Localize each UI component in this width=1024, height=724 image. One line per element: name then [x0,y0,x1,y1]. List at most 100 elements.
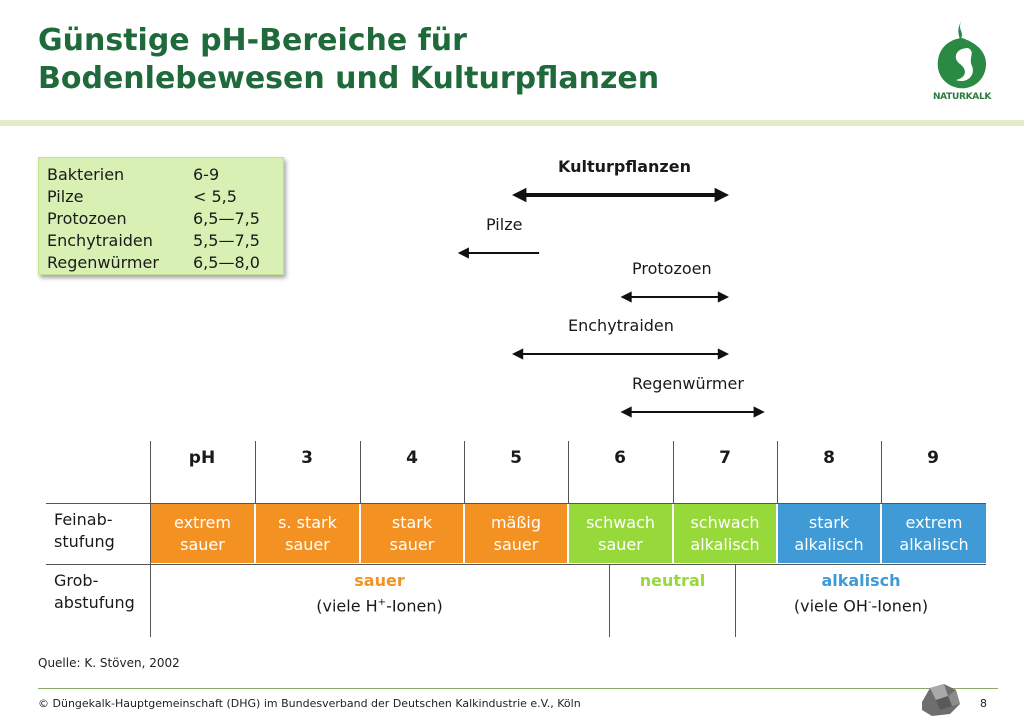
cell-line: sauer [389,534,435,554]
cell-line: schwach [585,512,656,532]
legend-range: 5,5—7,5 [193,231,260,250]
cell-line: schwach [690,512,760,532]
arrow-head-right [717,348,729,360]
row-label-grobabstufung: Grob- abstufung [54,570,135,614]
legend-row: Protozoen 6,5—7,5 [47,208,275,230]
range-arrow-protozoen [620,291,729,303]
legend-organism: Protozoen [47,209,127,228]
coarse-title: sauer [354,571,405,590]
cell-line: s. stark [278,512,337,532]
range-arrow-regenwürmer [620,406,765,418]
range-arrow-kulturpflanzen [512,187,729,203]
cell-line: sauer [180,534,225,554]
ph-header-cell: 5 [510,448,522,468]
naturkalk-logo: NATURKALK [926,18,998,106]
logo-wordmark: NATURKALK [932,92,992,102]
arrow-head-right [753,406,765,418]
row-label-line: stufung [54,532,115,551]
arrow-head-right [714,187,729,203]
coarse-subtitle-text: -Ionen) [386,596,443,616]
source-citation: Quelle: K. Stöven, 2002 [38,656,180,670]
limestone-icon [922,684,960,716]
ph-header-cell: pH [188,448,216,468]
arrow-head-left [512,187,527,203]
coarse-group-sauer: sauer (viele H+-Ionen) [150,570,609,617]
range-label-enchytraiden: Enchytraiden [568,316,674,335]
legend-range: < 5,5 [193,187,237,206]
arrow-head-left [620,291,632,303]
arrow-head-left [620,406,632,418]
range-arrow-enchytraiden [512,348,729,360]
ph-header-cell: 6 [614,448,626,468]
page-title-line-1: Günstige pH-Bereiche für [38,23,467,58]
range-label-kulturpflanzen: Kulturpflanzen [558,157,691,176]
arrow-head-left [512,348,524,360]
row-label-line: Grob- [54,571,99,590]
cell-line: extrem [905,512,963,532]
ph-header-cell: 3 [301,448,313,468]
cell-line: alkalisch [899,534,969,554]
naturkalk-leaf-icon [937,20,986,89]
range-label-regenwürmer: Regenwürmer [632,374,744,393]
coarse-subtitle-text: -Ionen) [871,596,929,616]
ph-table-grid [46,441,986,637]
arrow-head-left [457,247,469,259]
legend-range: 6,5—7,5 [193,209,260,228]
cell-line: mäßig [490,512,542,532]
row-label-feinabstufung: Feinab- stufung [54,509,115,553]
coarse-title: alkalisch [821,571,901,590]
page-title-line-2: Bodenlebewesen und Kulturpflanzen [38,61,660,96]
legend-row: Enchytraiden 5,5—7,5 [47,230,275,252]
cell-line: alkalisch [690,534,760,554]
ph-range-arrows [457,187,765,418]
footer-copyright: © Düngekalk-Hauptgemeinschaft (DHG) im B… [38,697,581,710]
cell-line: sauer [285,534,330,554]
coarse-group-alkalisch: alkalisch (viele OH--Ionen) [736,570,986,617]
cell-line: stark [391,512,433,532]
title-divider [0,120,1024,126]
cell-line: stark [808,512,850,532]
legend-row: Bakterien 6-9 [47,164,275,186]
legend-organism: Bakterien [47,165,125,184]
cell-line: extrem [174,512,231,532]
legend-organism: Regenwürmer [47,253,159,272]
ph-header-cell: 8 [823,448,835,468]
cell-line: alkalisch [794,534,864,554]
coarse-subtitle-text: (viele H [316,596,378,616]
legend-row: Pilze < 5,5 [47,186,275,208]
cell-line: sauer [598,534,643,554]
cell-line: sauer [493,534,539,554]
page-number: 8 [980,697,987,710]
ph-header-cell: 4 [406,448,418,468]
footer-divider [38,688,998,689]
coarse-subtitle: (viele OH--Ionen) [736,592,986,617]
legend-organism: Pilze [47,187,84,206]
legend-organism: Enchytraiden [47,231,153,250]
legend-range: 6,5—8,0 [193,253,260,272]
page-title: Günstige pH-Bereiche für Bodenlebewesen … [38,22,659,98]
range-label-pilze: Pilze [486,215,523,234]
coarse-subtitle: (viele H+-Ionen) [150,592,609,617]
coarse-title: neutral [639,571,706,590]
range-label-protozoen: Protozoen [632,259,712,278]
row-label-line: Feinab- [54,510,113,529]
coarse-subtitle-text: (viele OH [793,596,868,616]
range-arrow-pilze [457,247,540,259]
ph-header-cell: 7 [719,448,731,468]
legend-row: Regenwürmer 6,5—8,0 [47,252,275,274]
coarse-group-neutral: neutral [610,570,735,592]
ion-charge: + [377,597,387,608]
row-label-line: abstufung [54,593,135,612]
legend-range: 6-9 [193,165,220,184]
organism-ph-legend: Bakterien 6-9 Pilze < 5,5 Protozoen 6,5—… [38,157,284,275]
ph-header-cell: 9 [927,448,939,468]
ion-charge: - [867,597,872,608]
